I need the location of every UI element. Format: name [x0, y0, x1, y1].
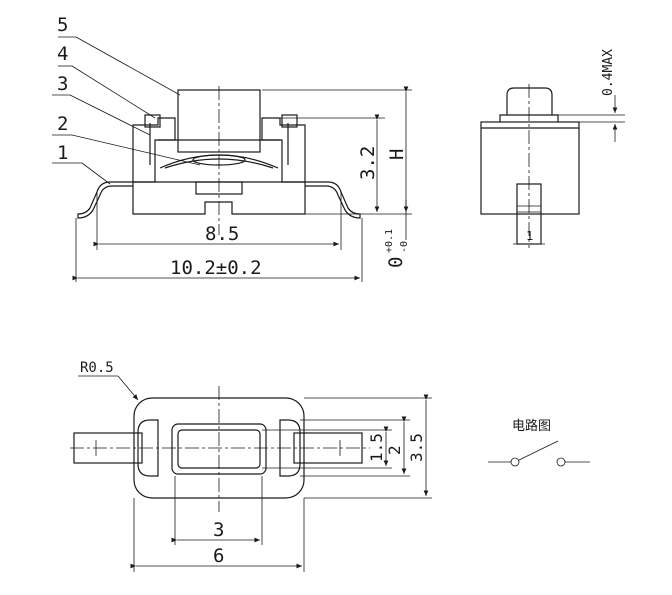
dim-tol-base: 0	[385, 257, 407, 268]
dim-H: H	[386, 149, 408, 160]
dim-0-4max: 0.4MAX	[601, 49, 616, 96]
slot-left	[137, 419, 159, 477]
tab-right	[281, 114, 298, 128]
tab-left	[144, 114, 161, 128]
dim-6: 6	[213, 545, 224, 567]
dim-tol-plus: +0.1	[384, 229, 395, 253]
side-plunger	[506, 87, 553, 115]
callout-2: 2	[57, 113, 68, 135]
dim-3: 3	[213, 519, 224, 541]
terminal-left	[77, 181, 133, 219]
front-section-view	[77, 86, 361, 235]
callout-5: 5	[57, 14, 68, 36]
side-view: 0.4MAX 1	[480, 49, 625, 248]
circuit-diagram: 电路图	[488, 418, 590, 467]
slot-right	[279, 419, 301, 477]
callout-1: 1	[57, 142, 68, 164]
dim-10-2: 10.2±0.2	[170, 257, 262, 279]
base	[132, 181, 306, 215]
dim-3-2: 3.2	[357, 146, 379, 180]
terminal-right	[305, 181, 361, 219]
callout-4: 4	[57, 43, 68, 65]
top-view: R0.5 3 6 1.5 2 3.5	[70, 360, 432, 572]
metal-frame	[149, 123, 289, 165]
dim-8-5: 8.5	[205, 223, 239, 245]
dim-2: 2	[385, 445, 404, 455]
callouts: 5 4 3 2 1	[52, 14, 201, 185]
dim-terminal-1: 1	[526, 229, 533, 243]
callout-3: 3	[57, 73, 68, 95]
contact-right	[556, 457, 566, 467]
contact-left	[510, 457, 520, 467]
side-body	[480, 121, 580, 215]
circuit-title: 电路图	[512, 418, 551, 434]
dim-tol-minus: -0	[399, 241, 410, 253]
dim-3-5: 3.5	[407, 433, 426, 462]
dim-1-5: 1.5	[367, 433, 386, 462]
front-dimensions: 3.2 H 0 +0.1 -0 8.5 10.2±0.2	[72, 86, 412, 282]
radius-label: R0.5	[80, 360, 114, 376]
top-terminal-left	[73, 432, 143, 464]
